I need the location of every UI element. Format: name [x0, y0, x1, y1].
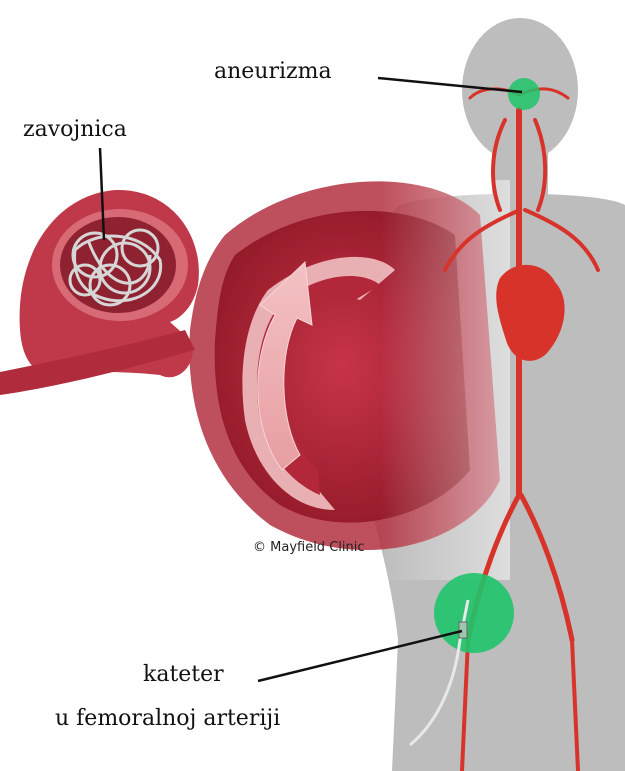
- coil-label: zavojnica: [23, 117, 127, 143]
- aneurysm-sac: [0, 190, 199, 395]
- aneurysm-label: aneurizma: [214, 59, 332, 85]
- magnified-vessel: [189, 180, 510, 580]
- copyright-notice: © Mayfield Clinic: [253, 540, 365, 555]
- aneurysm-highlight: [508, 78, 540, 110]
- catheter-sheath: [459, 622, 467, 638]
- catheter-location-label: u femoralnoj arteriji: [55, 706, 280, 732]
- femoral-highlight: [434, 573, 514, 653]
- catheter-label: kateter: [143, 662, 224, 688]
